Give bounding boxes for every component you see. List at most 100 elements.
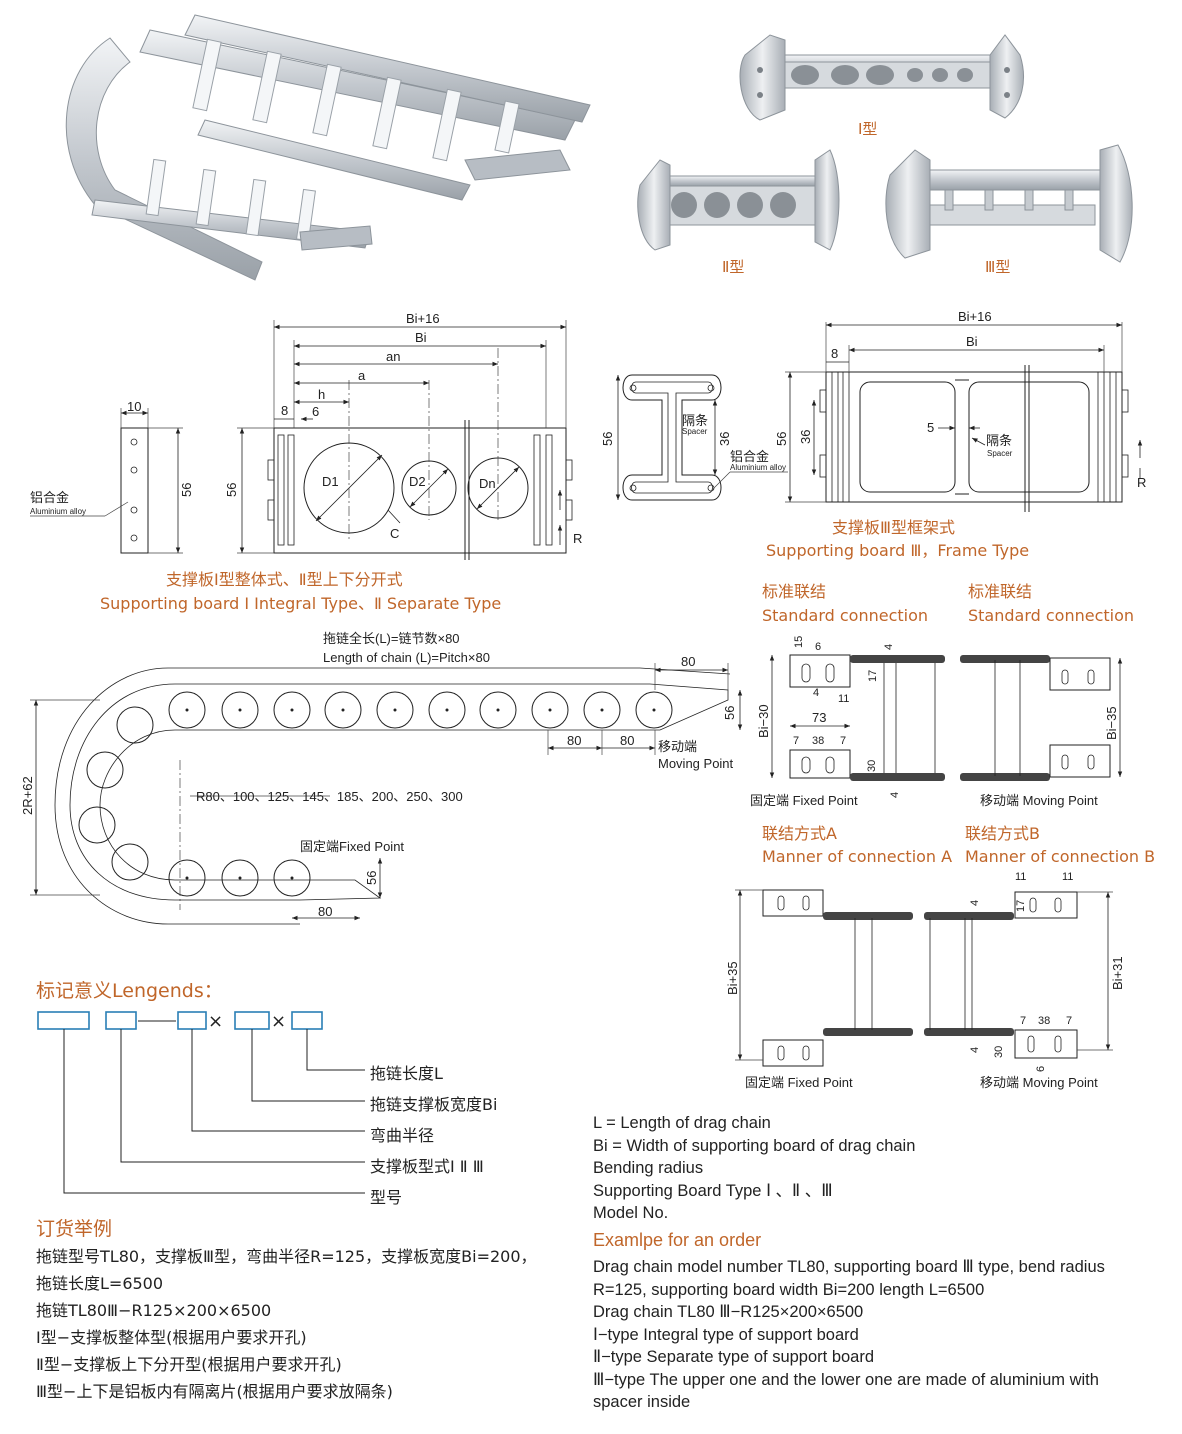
legend-item-model: 型号 [370, 1188, 403, 1207]
legend-item-width: 拖链支撑板宽度Bi [370, 1095, 498, 1114]
legend-en: L = Length of drag chain Bi = Width of s… [593, 1112, 915, 1225]
order-cn-title: 订货举例 [36, 1218, 113, 1240]
chain-dim-56-top: 56 [722, 706, 737, 720]
chain-links [78, 691, 673, 897]
chain-length-cn: 拖链全长(L)=链节数×80 [323, 631, 460, 646]
legend-item-type: 支撑板型式Ⅰ Ⅱ Ⅲ [370, 1157, 484, 1176]
dim-8: 8 [281, 403, 288, 418]
spacer-en: Spacer [682, 427, 708, 436]
std-dim-73: 73 [812, 710, 826, 725]
legend-code-boxes: × × [37, 1011, 365, 1194]
alloy-en: Aluminium alloy [30, 507, 86, 516]
board12-caption-cn: 支撑板Ⅰ型整体式、Ⅱ型上下分开式 [166, 570, 403, 589]
spacer-cn: 隔条 [682, 413, 708, 428]
svg-text:×: × [271, 1011, 286, 1032]
chain-photo [65, 14, 591, 281]
standard-fixed-drawing: Bi−30 15 6 4 17 4 11 73 7 38 7 30 4 [756, 636, 945, 798]
order-cn-line-6: Ⅲ型−上下是铝板内有隔离片(根据用户要求放隔条) [36, 1382, 393, 1401]
std-dim-4c: 4 [889, 792, 901, 798]
chain-radii: R80、100、125、145、185、200、250、300 [196, 789, 463, 804]
order-en-line-1: Drag chain model number TL80, supporting… [593, 1258, 1105, 1276]
board3-spacer-en: Spacer [987, 449, 1013, 458]
order-cn-body: 拖链型号TL80，支撑板Ⅲ型，弯曲半径R=125，支撑板宽度Bi=200， 拖链… [36, 1243, 537, 1405]
legend-en-length: L = Length of drag chain [593, 1114, 771, 1132]
dim-a: a [358, 368, 366, 383]
type1-label: Ⅰ型 [858, 120, 877, 138]
std-dim-15: 15 [793, 636, 805, 648]
spacer-dim-36: 36 [717, 432, 732, 446]
std-dim-7b: 7 [840, 735, 846, 747]
dim-56-side: 56 [179, 483, 194, 497]
std1-title-cn: 标准联结 [762, 582, 826, 601]
board3-alloy-cn: 铝合金 [730, 449, 769, 464]
chain-side-view: R80、100、125、145、185、200、250、300 2R+62 拖链… [20, 631, 743, 925]
std2-title-en: Standard connection [968, 606, 1134, 625]
legend-item-radius: 弯曲半径 [370, 1126, 435, 1145]
connB-dim-30: 30 [993, 1046, 1005, 1058]
order-en-line-4: Ⅰ−type Integral type of support board [593, 1325, 859, 1344]
chain-height: 2R+62 [20, 776, 35, 815]
moving-en: Moving Point [658, 756, 734, 771]
connA-drawing: Bi+35 [725, 889, 913, 1067]
connA-title-cn: 联结方式A [762, 824, 837, 843]
std-dim-4b: 4 [813, 687, 819, 699]
board3-dim-5: 5 [927, 420, 934, 435]
board3-dim-r: R [1137, 475, 1146, 490]
chain-dim-56-bottom: 56 [364, 871, 379, 885]
legend-title: 标记意义Lengends： [36, 980, 223, 1002]
board3-dim-bi: Bi [966, 334, 978, 349]
std2-title-cn: 标准联结 [968, 582, 1032, 601]
chain-pitch-80-a: 80 [567, 733, 581, 748]
connB-dim-4a: 4 [969, 900, 981, 906]
connB-title-en: Manner of connection B [965, 847, 1155, 866]
order-en-body: Drag chain model number TL80, supporting… [593, 1256, 1105, 1414]
label-dn: Dn [479, 476, 496, 491]
std-dim-bi35: Bi−35 [1104, 706, 1119, 740]
chain-pitch-80-top: 80 [681, 654, 695, 669]
dim-c: C [390, 526, 399, 541]
std-fixed-label: 固定端 Fixed Point [750, 793, 858, 808]
std-dim-4a: 4 [883, 644, 895, 650]
connB-dim-38: 38 [1038, 1015, 1050, 1027]
order-cn-line-2: 拖链长度L=6500 [36, 1274, 164, 1293]
code-box-model [37, 1011, 90, 1030]
connB-dim-6: 6 [1035, 1066, 1047, 1072]
order-cn-line-1: 拖链型号TL80，支撑板Ⅲ型，弯曲半径R=125，支撑板宽度Bi=200， [36, 1247, 537, 1266]
dim-bi: Bi [415, 330, 427, 345]
legend-en-radius: Bending radius [593, 1159, 704, 1177]
board3-drawing: 56 36 隔条 Spacer 铝合金 Aluminium alloy Bi+1… [600, 309, 1146, 512]
chain-pitch-80-b: 80 [620, 733, 634, 748]
order-en-line-6: Ⅲ−type The upper one and the lower one a… [593, 1370, 1099, 1389]
dim-h: h [318, 387, 325, 402]
std-dim-6: 6 [815, 641, 821, 653]
svg-text:×: × [208, 1011, 223, 1032]
label-d1: D1 [322, 474, 339, 489]
dim-6: 6 [312, 404, 319, 419]
connB-dim-11a: 11 [1015, 871, 1026, 883]
alloy-cn: 铝合金 [30, 490, 69, 505]
board3-dim-8: 8 [831, 346, 838, 361]
connB-dim-7b: 7 [1066, 1015, 1072, 1027]
moving-cn: 移动端 [658, 739, 697, 754]
legend-item-length: 拖链长度L [370, 1064, 443, 1083]
order-en-title: Examlpe for an order [593, 1230, 762, 1250]
connB-title-cn: 联结方式B [965, 824, 1040, 843]
chain-length-en: Length of chain (L)=Pitch×80 [323, 650, 490, 665]
code-box-width [234, 1011, 270, 1030]
code-box-type [105, 1011, 137, 1030]
connB-dim-7a: 7 [1020, 1015, 1026, 1027]
connA-title-en: Manner of connection A [762, 847, 952, 866]
legend-en-model: Model No. [593, 1204, 669, 1222]
board3-caption-en: Supporting board Ⅲ，Frame Type [766, 541, 1029, 560]
dim-10: 10 [127, 399, 141, 414]
code-box-length [291, 1011, 323, 1030]
std-moving-label: 移动端 Moving Point [980, 793, 1098, 808]
order-en-line-5: Ⅱ−type Separate type of support board [593, 1348, 875, 1366]
board12-caption-en: Supporting board Ⅰ Integral Type、Ⅱ Separ… [100, 594, 501, 613]
legend-en-type: Supporting Board Type Ⅰ 、Ⅱ 、Ⅲ [593, 1181, 833, 1200]
order-cn-line-4: Ⅰ型−支撑板整体型(根据用户要求开孔) [36, 1328, 307, 1347]
type2-board-photo [637, 149, 840, 251]
connB-dim-17: 17 [1015, 900, 1027, 912]
connA-fixed-label: 固定端 Fixed Point [745, 1075, 853, 1090]
